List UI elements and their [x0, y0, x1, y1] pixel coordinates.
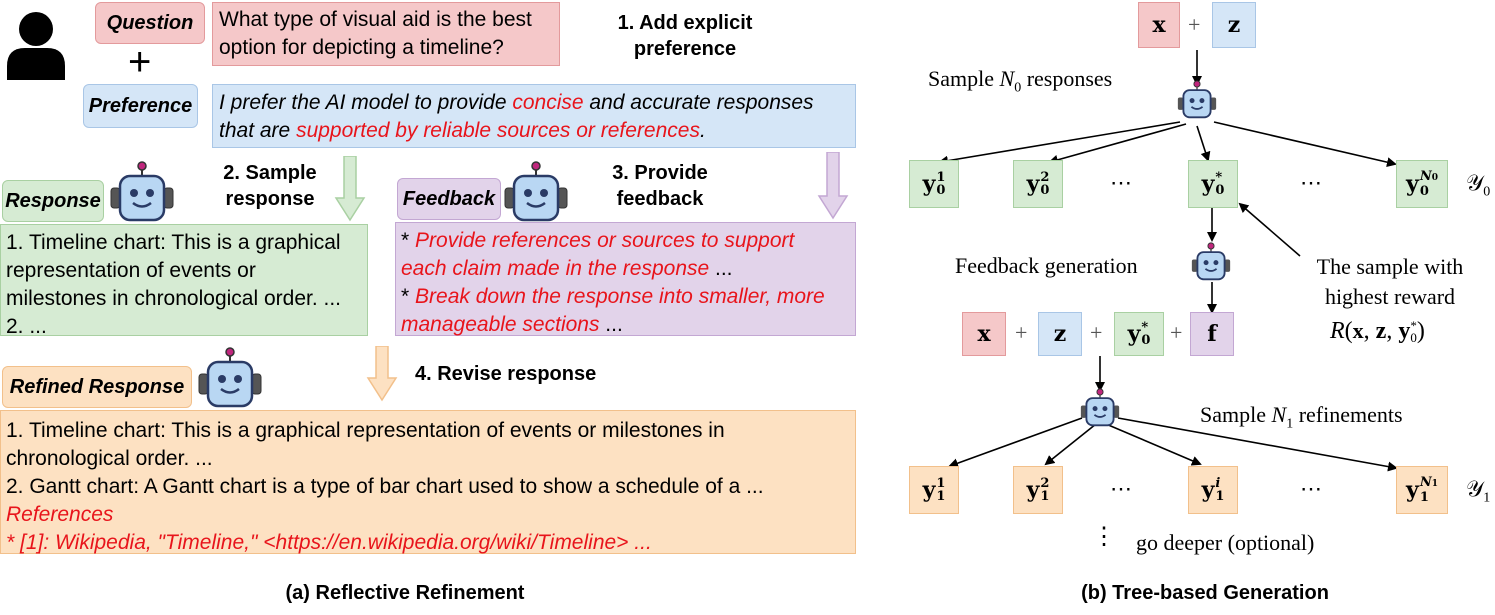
step-2-line-2: response [225, 188, 315, 210]
response-box: 1. Timeline chart: This is a graphical r… [0, 224, 368, 338]
sample-n0-label: Sample N0 responses [928, 66, 1113, 96]
feedback-label-text: Feedback [402, 187, 496, 210]
step-1-label: 1. Add explicit preference [590, 10, 780, 62]
refined-response-box: 1. Timeline chart: This is a graphical r… [0, 410, 856, 554]
highest-line-1: The sample with [1316, 254, 1464, 279]
robot-icon [1177, 80, 1217, 119]
step-3-label: 3. Provide feedback [590, 160, 730, 212]
response-label: Response [2, 180, 104, 222]
refined-line-3: 2. Gantt chart: A Gantt chart is a type … [6, 475, 764, 498]
robot-icon [110, 161, 174, 222]
robot-icon [1080, 388, 1120, 427]
down-arrow-icon [366, 346, 398, 402]
refined-response-label: Refined Response [2, 366, 192, 408]
caption-a: (a) Reflective Refinement [285, 582, 525, 604]
response-line-3: milestones in chronological order. ... [6, 287, 342, 310]
z-box-2: z [1038, 312, 1082, 356]
x-box: x [1138, 2, 1180, 48]
highest-line-2: highest reward [1324, 284, 1456, 309]
question-label-text: Question [106, 11, 194, 34]
feedback-generation-label: Feedback generation [955, 253, 1138, 278]
preference-line-1: I prefer the AI model to provide concise… [219, 91, 814, 114]
response-line-1: 1. Timeline chart: This is a graphical [6, 231, 341, 254]
plus-sign: + [128, 40, 152, 84]
feedback-label: Feedback [397, 178, 501, 220]
down-arrow-icon [334, 156, 366, 222]
refined-reference-1: * [1]: Wikipedia, "Timeline," <https://e… [6, 531, 652, 554]
ellipsis: ⋯ [1300, 476, 1322, 501]
f-box: f [1190, 312, 1234, 356]
ellipsis: ⋯ [1110, 476, 1132, 501]
preference-box: I prefer the AI model to provide concise… [212, 84, 856, 148]
y0-star-box-2: y*0 [1114, 312, 1164, 356]
question-line-2: option for depicting a timeline? [219, 36, 504, 59]
y1-set-label: 𝒴1 [1466, 476, 1491, 506]
feedback-line-3: * Break down the response into smaller, … [401, 285, 825, 308]
step-2-line-1: 2. Sample [223, 162, 317, 184]
refined-line-1: 1. Timeline chart: This is a graphical r… [6, 419, 725, 442]
step-4-label: 4. Revise response [415, 363, 597, 385]
y0-set-label: 𝒴0 [1466, 170, 1491, 200]
preference-label-text: Preference [88, 94, 193, 117]
response-label-text: Response [5, 189, 101, 212]
feedback-line-1: * Provide references or sources to suppo… [401, 229, 795, 252]
reward-formula: R(x, z, y*0) [1330, 318, 1425, 346]
ellipsis: ⋯ [1300, 170, 1322, 195]
step-2-label: 2. Sample response [200, 160, 340, 212]
question-line-1: What type of visual aid is the best [219, 8, 532, 31]
preference-label: Preference [83, 84, 198, 128]
plus-sign: + [1015, 320, 1028, 345]
x-box-2: x [962, 312, 1006, 356]
caption-b: (b) Tree-based Generation [1081, 582, 1329, 604]
refined-line-2: chronological order. ... [6, 447, 213, 470]
vertical-dots: ⋮ [1092, 524, 1116, 550]
step-1-line-1: 1. Add explicit [617, 12, 753, 34]
ellipsis: ⋯ [1110, 170, 1132, 195]
step-3-line-1: 3. Provide [612, 162, 708, 184]
feedback-line-2: each claim made in the response ... [401, 257, 733, 280]
step-3-line-2: feedback [616, 188, 704, 210]
feedback-box: * Provide references or sources to suppo… [395, 222, 856, 336]
response-line-4: 2. ... [6, 315, 47, 338]
plus-sign: + [1090, 320, 1103, 345]
robot-icon [198, 347, 262, 408]
sample-n1-label: Sample N1 refinements [1200, 402, 1403, 432]
step-1-line-2: preference [633, 38, 737, 60]
down-arrow-icon [817, 152, 849, 220]
highest-reward-label: The sample with highest reward [1300, 252, 1480, 312]
user-icon [7, 12, 65, 80]
refined-references-heading: References [6, 503, 114, 526]
refined-label-text: Refined Response [9, 375, 185, 398]
question-label: Question [95, 2, 205, 44]
question-box: What type of visual aid is the best opti… [212, 2, 560, 66]
preference-line-2: that are supported by reliable sources o… [219, 119, 706, 142]
robot-icon [504, 161, 568, 222]
feedback-line-4: manageable sections ... [401, 313, 623, 336]
y0-star-box: y*0 [1188, 160, 1238, 208]
robot-icon [1191, 242, 1231, 281]
response-line-2: representation of events or [6, 259, 256, 282]
plus-sign: + [1188, 12, 1201, 37]
plus-sign: + [1170, 320, 1183, 345]
z-box: z [1212, 2, 1256, 48]
go-deeper-label: go deeper (optional) [1136, 530, 1315, 555]
